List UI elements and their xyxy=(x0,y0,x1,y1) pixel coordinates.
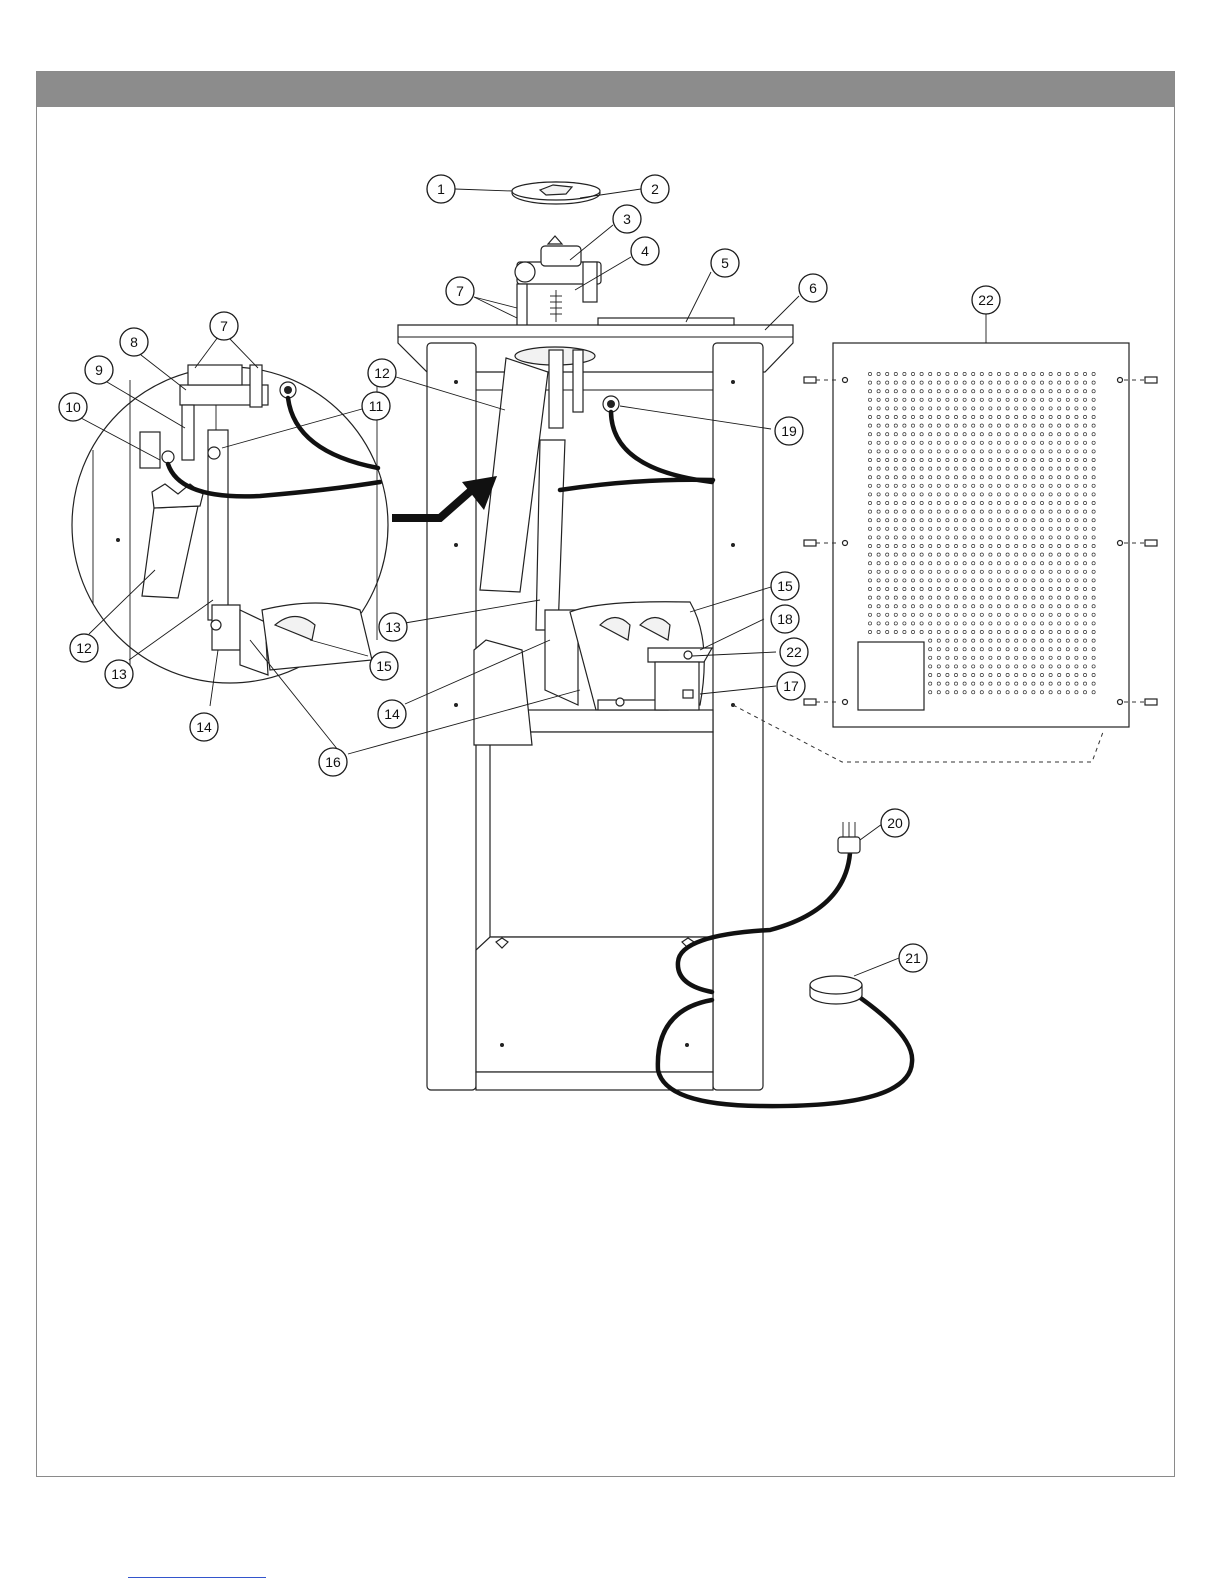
svg-text:2: 2 xyxy=(651,181,659,197)
cable-upper xyxy=(611,412,712,482)
svg-text:19: 19 xyxy=(781,423,797,439)
svg-text:15: 15 xyxy=(376,658,392,674)
callout-22-switch: 22 xyxy=(780,638,808,666)
callout-14-detail: 14 xyxy=(190,713,218,741)
callout-6: 6 xyxy=(799,274,827,302)
svg-text:13: 13 xyxy=(385,619,401,635)
callout-11: 11 xyxy=(362,392,390,420)
svg-text:21: 21 xyxy=(905,950,921,966)
callout-10: 10 xyxy=(59,393,87,421)
callout-15-cabinet: 15 xyxy=(771,572,799,600)
callout-12-detail: 12 xyxy=(70,634,98,662)
motor-switch xyxy=(570,602,712,710)
callout-7-detail: 7 xyxy=(210,312,238,340)
internal-arm xyxy=(474,350,583,745)
callout-22-panel: 22 xyxy=(972,286,1000,314)
svg-text:13: 13 xyxy=(111,666,127,682)
svg-text:22: 22 xyxy=(978,292,994,308)
svg-text:14: 14 xyxy=(196,719,212,735)
svg-text:7: 7 xyxy=(220,318,228,334)
svg-text:14: 14 xyxy=(384,706,400,722)
callout-16: 16 xyxy=(319,748,347,776)
detail-view xyxy=(72,365,388,683)
svg-text:1: 1 xyxy=(437,181,445,197)
callout-1: 1 xyxy=(427,175,455,203)
cable-main xyxy=(560,480,713,490)
svg-text:5: 5 xyxy=(721,255,729,271)
svg-text:9: 9 xyxy=(95,362,103,378)
callout-4: 4 xyxy=(631,237,659,265)
callout-17: 17 xyxy=(777,672,805,700)
callout-18: 18 xyxy=(771,605,799,633)
top-ring xyxy=(512,182,600,204)
callout-3: 3 xyxy=(613,205,641,233)
callout-5: 5 xyxy=(711,249,739,277)
svg-text:6: 6 xyxy=(809,280,817,296)
callout-19: 19 xyxy=(775,417,803,445)
svg-text:15: 15 xyxy=(777,578,793,594)
callout-13-detail: 13 xyxy=(105,660,133,688)
svg-text:12: 12 xyxy=(374,365,390,381)
svg-text:12: 12 xyxy=(76,640,92,656)
callout-7-clamp: 7 xyxy=(446,277,474,305)
callout-2: 2 xyxy=(641,175,669,203)
svg-text:18: 18 xyxy=(777,611,793,627)
svg-text:17: 17 xyxy=(783,678,799,694)
svg-text:8: 8 xyxy=(130,334,138,350)
foot-pedal xyxy=(810,976,862,1004)
callout-13-cabinet: 13 xyxy=(379,613,407,641)
svg-text:20: 20 xyxy=(887,815,903,831)
callout-20: 20 xyxy=(881,809,909,837)
svg-text:22: 22 xyxy=(786,644,802,660)
svg-text:11: 11 xyxy=(369,398,384,414)
callout-12-cabinet: 12 xyxy=(368,359,396,387)
footer-link-underline[interactable] xyxy=(128,1577,266,1578)
svg-text:16: 16 xyxy=(325,754,341,770)
svg-text:3: 3 xyxy=(623,211,631,227)
clamp-assembly xyxy=(515,236,601,326)
callout-21: 21 xyxy=(899,944,927,972)
callout-14-cabinet: 14 xyxy=(378,700,406,728)
svg-text:4: 4 xyxy=(641,243,649,259)
callout-15-detail: 15 xyxy=(370,652,398,680)
svg-text:10: 10 xyxy=(65,399,81,415)
callout-9: 9 xyxy=(85,356,113,384)
svg-text:7: 7 xyxy=(456,283,464,299)
callout-8: 8 xyxy=(120,328,148,356)
